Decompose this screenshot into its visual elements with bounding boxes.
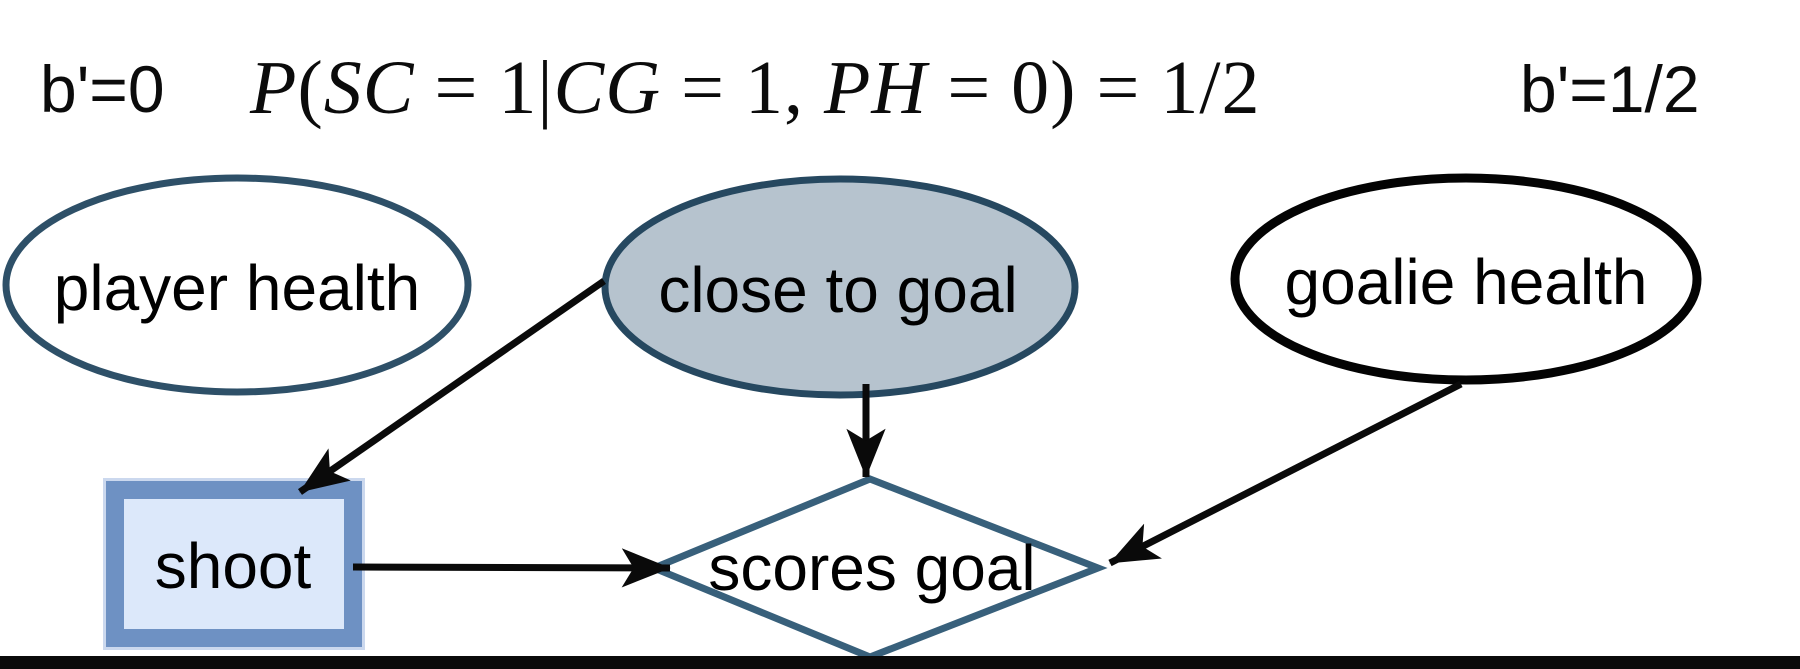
node-label-scores-goal: scores goal [708, 532, 1036, 604]
edge-goalie-health-to-scores-goal [1108, 380, 1463, 567]
node-label-shoot: shoot [154, 530, 312, 602]
node-label-close-to-goal: close to goal [658, 254, 1018, 326]
bottom-bar [0, 656, 1800, 669]
node-label-player-health: player health [53, 252, 421, 324]
edge-close-to-goal-to-shoot [298, 278, 606, 495]
probability-formula: P(SC = 1|CG = 1, PH = 0) = 1/2 [250, 46, 1261, 130]
node-player-health [2, 174, 472, 396]
node-shoot [124, 499, 344, 629]
belief-left-annotation: b'=0 [40, 52, 165, 126]
node-label-goalie-health: goalie health [1284, 246, 1648, 318]
node-goalie-health [1230, 173, 1702, 385]
belief-right-annotation: b'=1/2 [1520, 52, 1700, 126]
edge-shoot-to-scores-goal [352, 548, 671, 588]
node-close-to-goal [601, 175, 1079, 399]
